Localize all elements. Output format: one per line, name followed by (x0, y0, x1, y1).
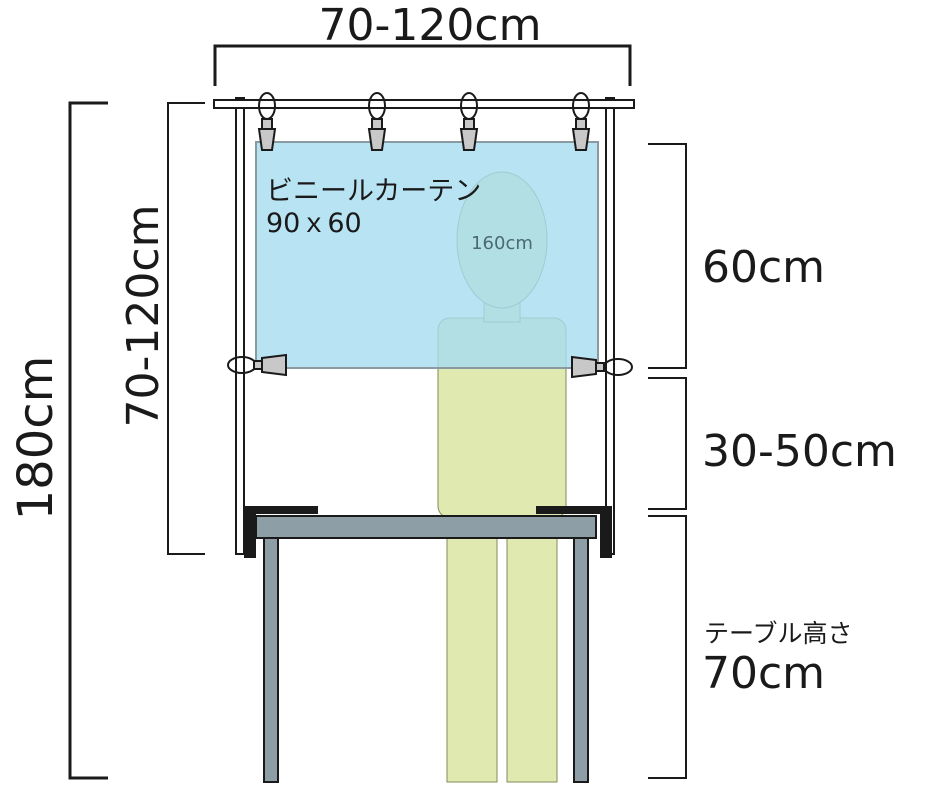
clip-icon (257, 92, 277, 151)
gap-height-label: 30-50cm (702, 426, 897, 477)
right-clamp (536, 506, 612, 558)
clip-icon (367, 92, 387, 151)
gap-height-bracket (648, 377, 687, 510)
table (255, 515, 597, 783)
top-width-bracket (213, 44, 632, 86)
clip-icon (571, 92, 591, 151)
pole-height-bracket (167, 102, 205, 555)
person-height-label: 160cm (471, 233, 533, 254)
side-clip-left-icon (227, 353, 287, 377)
table-caption: テーブル高さ (704, 619, 853, 648)
curtain-size: 90ｘ60 (266, 208, 362, 239)
pole-height-label: 70-120cm (118, 205, 169, 428)
top-bar (213, 99, 635, 109)
left-clamp (244, 506, 318, 558)
right-pole (605, 97, 615, 555)
vinyl-curtain (255, 141, 599, 369)
side-clip-right-icon (571, 355, 633, 379)
table-height-label: 70cm (702, 648, 825, 699)
curtain-height-label: 60cm (702, 242, 825, 293)
curtain-height-bracket (648, 143, 687, 369)
table-height-bracket (648, 515, 687, 779)
top-width-label: 70-120cm (319, 0, 542, 51)
left-pole (235, 97, 245, 555)
total-height-label: 180cm (8, 356, 64, 521)
curtain-title: ビニールカーテン (266, 176, 481, 207)
total-height-bracket (68, 101, 108, 780)
clip-icon (459, 92, 479, 151)
